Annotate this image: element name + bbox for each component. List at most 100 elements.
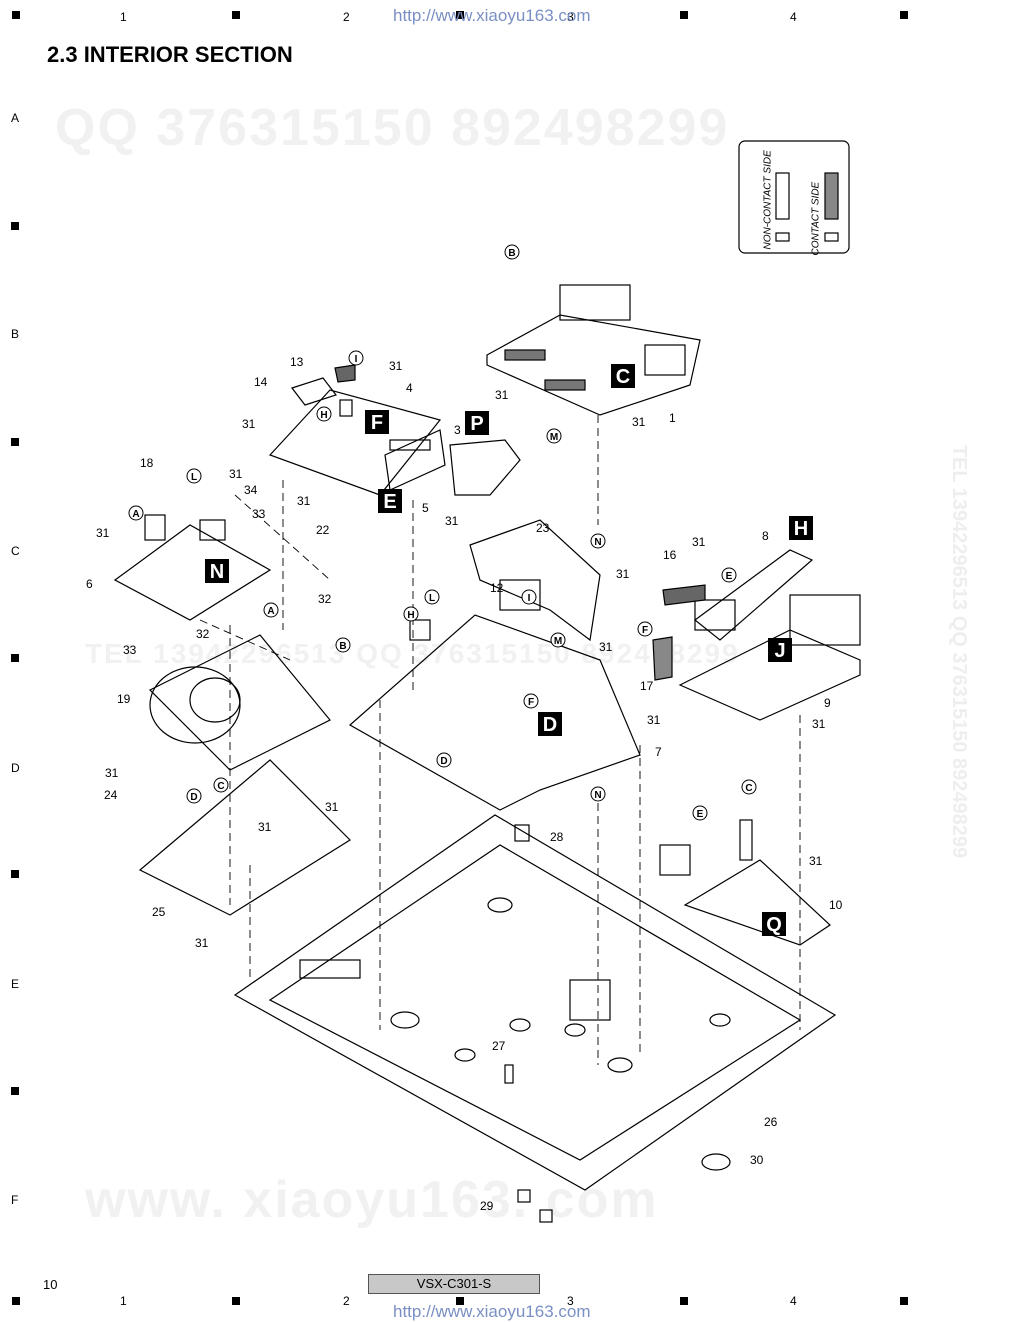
board-label-q: Q (766, 914, 782, 936)
part-31-p: 31 (258, 820, 272, 834)
part-23: 23 (536, 521, 550, 535)
part-31-d: 31 (242, 417, 256, 431)
connector-b-top: B (508, 248, 515, 259)
board-label-p: P (470, 413, 483, 435)
row-label-d: D (11, 761, 20, 775)
connector-b-trans: B (339, 641, 346, 652)
part-31-h: 31 (445, 514, 459, 528)
connector-c-right: C (745, 783, 752, 794)
model-number-box: VSX-C301-S (368, 1274, 540, 1294)
part-31-a: 31 (389, 359, 403, 373)
column-number-bottom-2: 2 (343, 1294, 350, 1308)
part-31-e: 31 (229, 467, 243, 481)
subchassis-25-shape (138, 759, 351, 916)
board-d-shape (348, 614, 641, 811)
grid-mark-top-1 (12, 11, 20, 19)
connector-h-top: H (320, 410, 327, 421)
part-33-b: 33 (123, 643, 137, 657)
watermark-qq: QQ 376315150 892498299 (55, 99, 730, 157)
part-31-n: 31 (105, 766, 119, 780)
board-c-shape (486, 314, 701, 416)
connector-i-top: I (355, 354, 358, 365)
row-label-e: E (11, 977, 20, 991)
part-18: 18 (140, 456, 154, 470)
board-label-n: N (210, 561, 224, 583)
part-25: 25 (152, 905, 166, 919)
connector-e-bottom: E (697, 809, 704, 820)
part-31-c: 31 (632, 415, 646, 429)
grid-mark-bottom-3 (456, 1297, 464, 1305)
bracket-23-shape (469, 519, 601, 642)
part-31-q: 31 (809, 854, 823, 868)
legend-non-contact-label: NON-CONTACT SIDE (762, 150, 774, 250)
row-label-b: B (11, 327, 20, 341)
header-url[interactable]: http://www.xiaoyu163.com (393, 6, 591, 25)
grid-mark-top-2 (232, 11, 240, 19)
part-1: 1 (669, 411, 676, 425)
footer-url[interactable]: http://www.xiaoyu163.com (393, 1302, 591, 1321)
part-9: 9 (824, 696, 831, 710)
part-13: 13 (290, 355, 304, 369)
connector-a-trans: A (267, 606, 274, 617)
board-h-shape (694, 549, 814, 641)
connector-l-main: L (429, 593, 435, 604)
legend-box (738, 140, 850, 254)
row-mark-1 (11, 222, 19, 230)
page-number: 10 (43, 1277, 58, 1292)
page-title: 2.3 INTERIOR SECTION (47, 42, 293, 67)
part-31-o: 31 (325, 800, 339, 814)
row-label-a: A (11, 111, 20, 125)
part-31-i: 31 (692, 535, 706, 549)
watermark-site: www. xiaoyu163. com (85, 1171, 659, 1229)
part-33-a: 33 (252, 507, 266, 521)
part-6: 6 (86, 577, 93, 591)
part-10: 10 (829, 898, 843, 912)
board-label-c: C (616, 366, 630, 388)
column-number-2: 2 (343, 10, 350, 24)
connector-e-right: E (726, 571, 733, 582)
board-labels: C F P E N H J D Q (205, 364, 813, 936)
connector-m-main: M (554, 636, 562, 647)
part-31-f: 31 (297, 494, 311, 508)
connector-a-left: A (132, 509, 139, 520)
grid-mark-bottom-1 (12, 1297, 20, 1305)
part-31-b: 31 (495, 388, 509, 402)
part-17: 17 (640, 679, 654, 693)
part-3: 3 (454, 423, 461, 437)
watermark-tel: TEL 13942296513 QQ 376315150 892498299 (85, 638, 740, 669)
part-7: 7 (655, 745, 662, 759)
part-24: 24 (104, 788, 118, 802)
part-4: 4 (406, 381, 413, 395)
connector-i-main: I (528, 593, 531, 604)
column-number-3: 3 (567, 10, 574, 24)
board-e-shape (384, 429, 446, 491)
grid-mark-bottom-5 (900, 1297, 908, 1305)
connector-f-main: F (528, 697, 534, 708)
part-31-k: 31 (599, 640, 613, 654)
part-34: 34 (244, 483, 258, 497)
connector-labels: B I H M L A N E L I A H F B M F D C C N … (128, 244, 757, 821)
board-p-shape (449, 439, 521, 496)
grid-mark-bottom-4 (680, 1297, 688, 1305)
part-19: 19 (117, 692, 131, 706)
chassis-26-shape (233, 814, 837, 1191)
row-mark-2 (11, 438, 19, 446)
row-mark-3 (11, 654, 19, 662)
board-label-e: E (383, 491, 396, 513)
part-12: 12 (490, 581, 504, 595)
part-31-j: 31 (616, 567, 630, 581)
column-number-1: 1 (120, 10, 127, 24)
connector-n-bottom: N (594, 790, 601, 801)
part-32-b: 32 (196, 627, 210, 641)
part-30: 30 (750, 1153, 764, 1167)
column-number-bottom-3: 3 (567, 1294, 574, 1308)
board-label-d: D (543, 714, 557, 736)
connector-h-main: H (407, 610, 414, 621)
grid-mark-top-4 (680, 11, 688, 19)
part-14: 14 (254, 375, 268, 389)
model-number: VSX-C301-S (416, 1276, 492, 1291)
connector-d-trans: D (190, 792, 197, 803)
legend-contact-label: CONTACT SIDE (810, 181, 822, 256)
transformer-shape (149, 666, 241, 744)
grid-mark-top-5 (900, 11, 908, 19)
